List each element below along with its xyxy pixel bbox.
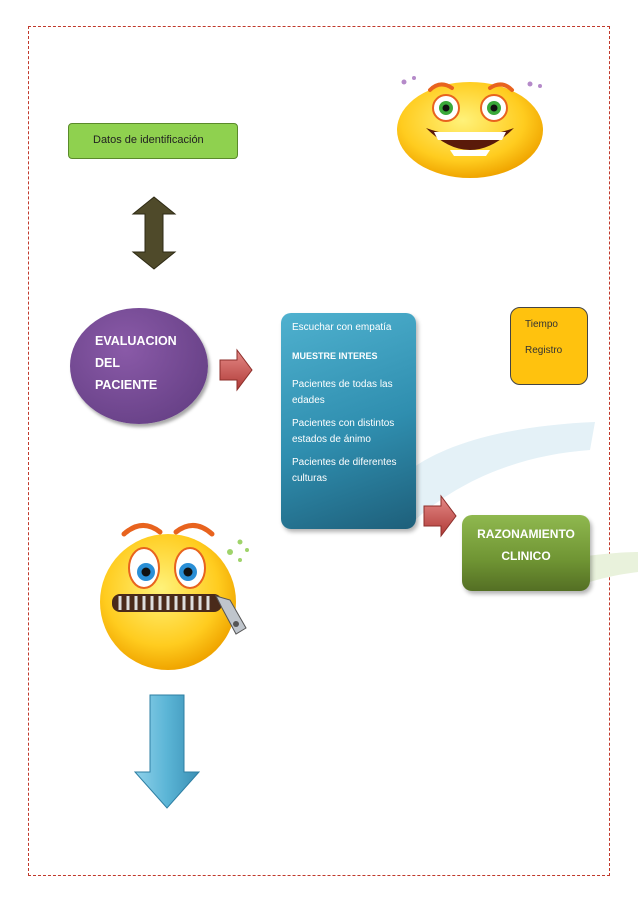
listening-item: Escuchar con empatía (292, 322, 392, 333)
listening-box (281, 313, 416, 529)
evaluation-line: PACIENTE (95, 378, 158, 392)
time-item: Tiempo (525, 319, 558, 330)
evaluation-line: DEL (95, 356, 120, 370)
zipped-mouth-face-icon (100, 523, 249, 670)
listening-item: MUESTRE INTERES (292, 351, 378, 361)
reasoning-box: RAZONAMIENTO CLINICO (462, 515, 590, 591)
evaluation-line: EVALUACION (95, 334, 177, 348)
down-arrow-icon (133, 694, 201, 809)
reasoning-line: CLINICO (501, 549, 551, 563)
right-arrow-icon (423, 494, 457, 538)
listening-item: Pacientes de todas las edades (292, 379, 393, 406)
double-arrow-icon (131, 196, 177, 270)
listening-list: Escuchar con empatía MUESTRE INTERES Pac… (292, 320, 410, 494)
evaluation-oval (70, 308, 208, 424)
identification-box: Datos de identificación (68, 123, 238, 159)
time-box: Tiempo Registro (510, 307, 588, 385)
page-border (28, 26, 610, 876)
reasoning-line: RAZONAMIENTO (477, 527, 575, 541)
laughing-face-icon (397, 76, 543, 178)
listening-item: Pacientes de diferentes culturas (292, 457, 397, 484)
time-item: Registro (525, 345, 563, 356)
identification-label: Datos de identificación (93, 134, 204, 146)
listening-item: Pacientes con distintos estados de ánimo (292, 418, 395, 445)
evaluation-label: EVALUACION DEL PACIENTE (95, 330, 177, 396)
right-arrow-icon (219, 348, 253, 392)
